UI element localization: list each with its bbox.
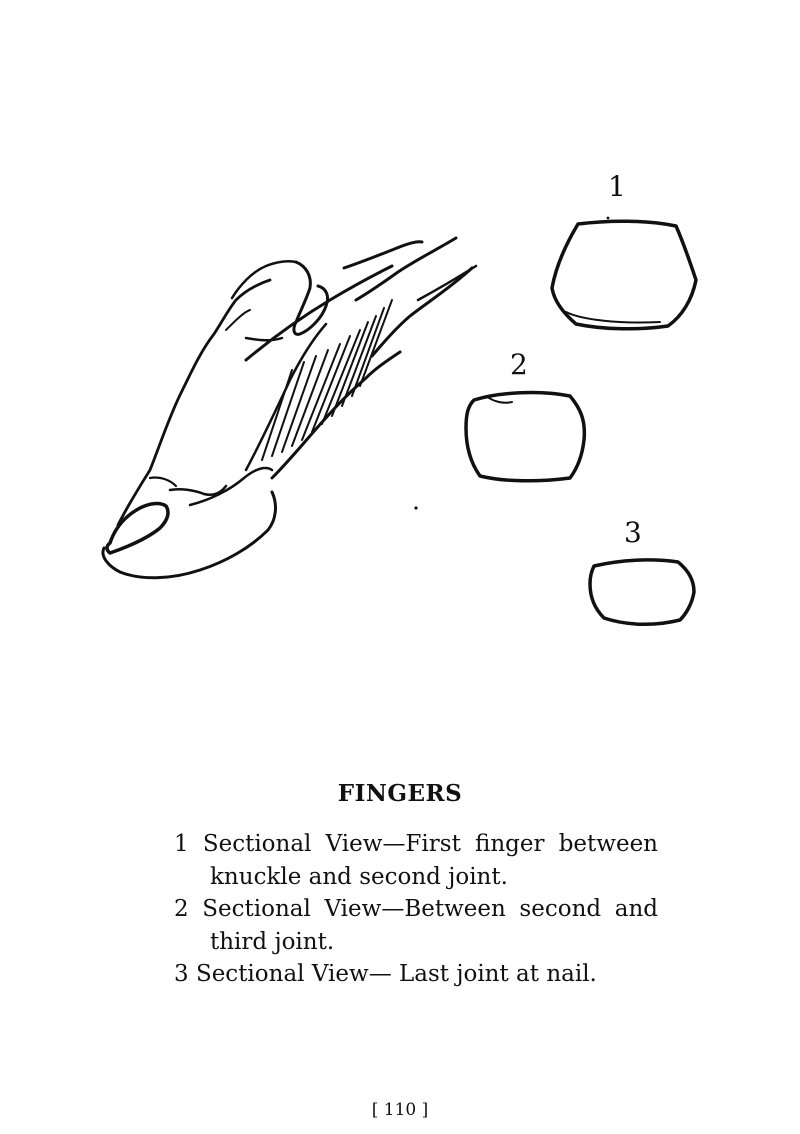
section-1-label: 1 [608,170,626,203]
section-2-label: 2 [510,348,528,381]
page-number: [ 110 ] [371,1100,429,1120]
section-2-diagram: 2 [464,348,587,483]
caption-item-2: 2 Sectional View—Between second and thir… [174,896,658,955]
caption-item-1: 1 Sectional View—First finger between kn… [174,831,658,890]
caption-list: 1 Sectional View—First finger between kn… [174,828,658,991]
finger-illustration: 1 2 3 [101,170,698,627]
section-1-diagram: 1 [550,170,698,331]
finger-sketch [101,236,478,580]
section-3-diagram: 3 [588,516,696,627]
caption-item-3: 3 Sectional View— Last joint at nail. [174,961,597,987]
caption-title: FINGERS [337,780,463,807]
section-3-label: 3 [624,516,642,549]
